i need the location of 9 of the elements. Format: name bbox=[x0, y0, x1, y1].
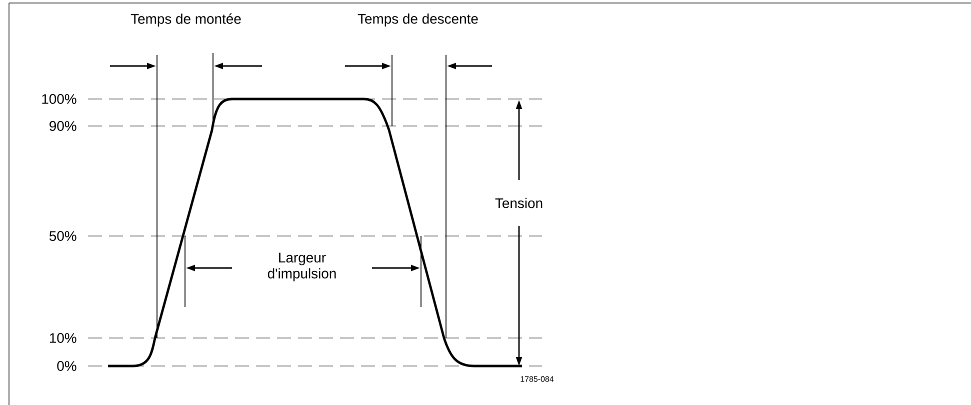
heading-label: Temps de descente bbox=[358, 14, 478, 26]
level-label: 90% bbox=[50, 121, 76, 131]
dimension-label: Tension bbox=[495, 198, 542, 208]
level-label: 100% bbox=[42, 94, 76, 104]
dimension-label: Largeur d'impulsion bbox=[268, 252, 336, 282]
heading-label: Temps de montée bbox=[130, 13, 241, 27]
level-label: 0% bbox=[57, 361, 76, 371]
level-label: 10% bbox=[50, 333, 76, 343]
level-label: 50% bbox=[49, 231, 76, 241]
